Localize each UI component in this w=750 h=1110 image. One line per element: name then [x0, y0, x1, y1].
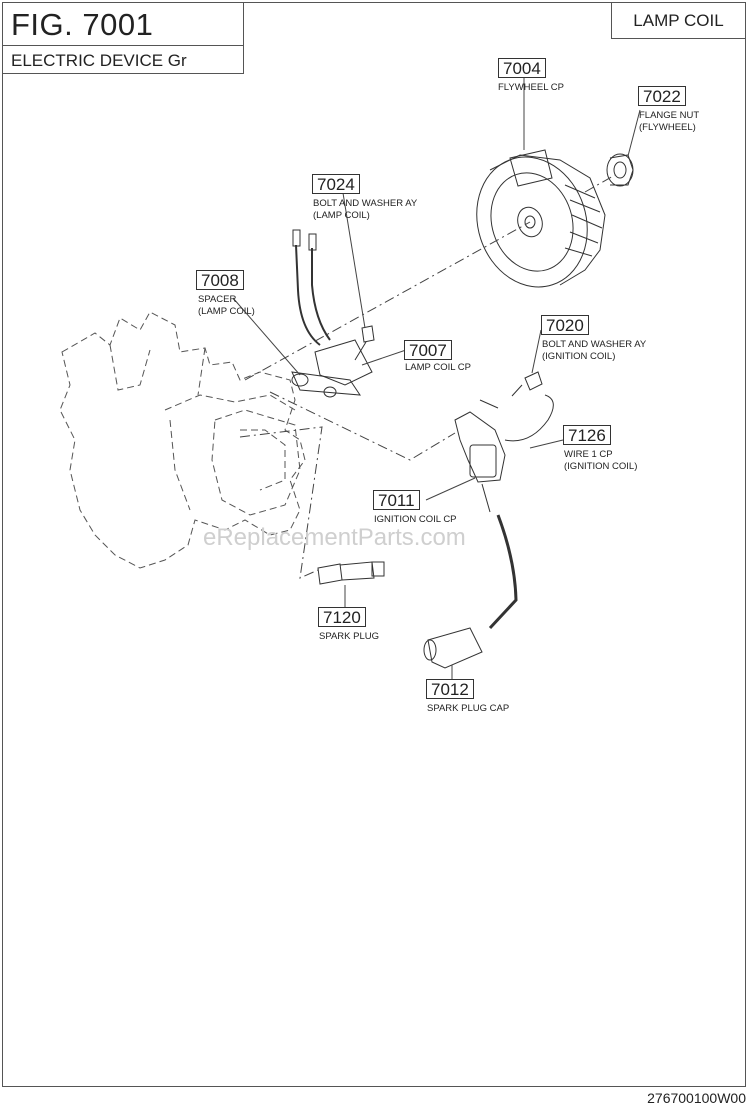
part-number-7126[interactable]: 7126 — [563, 425, 611, 445]
part-desc-7012: SPARK PLUG CAP — [427, 703, 510, 714]
title-divider — [3, 45, 243, 46]
part-desc-7024: BOLT AND WASHER AY (LAMP COIL) — [313, 198, 418, 221]
part-number-7008[interactable]: 7008 — [196, 270, 244, 290]
part-number-7024[interactable]: 7024 — [312, 174, 360, 194]
assembly-centerlines — [239, 174, 616, 579]
lamp-coil-shape — [291, 229, 373, 398]
part-desc-7011: IGNITION COIL CP — [374, 514, 457, 525]
part-number-7020[interactable]: 7020 — [541, 315, 589, 335]
part-number-7022[interactable]: 7022 — [638, 86, 686, 106]
leader-lines — [232, 78, 641, 683]
flywheel-shape — [476, 149, 606, 288]
watermark-text: eReplacementParts.com — [203, 524, 466, 551]
engine-block-outline — [59, 311, 306, 569]
part-desc-7008: SPACER (LAMP COIL) — [198, 294, 255, 317]
part-desc-7004: FLYWHEEL CP — [498, 82, 564, 93]
page-frame — [2, 2, 746, 1087]
figure-title-box: FIG. 7001 ELECTRIC DEVICE Gr — [2, 2, 244, 74]
part-number-7004[interactable]: 7004 — [498, 58, 546, 78]
spark-plug-cap-shape — [423, 627, 483, 669]
part-number-7012[interactable]: 7012 — [426, 679, 474, 699]
part-desc-7126: WIRE 1 CP (IGNITION COIL) — [564, 449, 638, 472]
figure-number: FIG. 7001 — [11, 7, 154, 42]
part-number-7120[interactable]: 7120 — [318, 607, 366, 627]
part-desc-7120: SPARK PLUG — [319, 631, 380, 642]
document-code: 276700100W00 — [647, 1090, 746, 1106]
lamp-coil-bolt-shape — [354, 325, 375, 361]
group-name: ELECTRIC DEVICE Gr — [11, 51, 187, 70]
spark-plug-shape — [317, 561, 385, 585]
section-name: LAMP COIL — [611, 2, 746, 39]
part-number-7011[interactable]: 7011 — [373, 490, 420, 510]
part-desc-7020: BOLT AND WASHER AY (IGNITION COIL) — [542, 339, 647, 362]
ignition-coil-bolt-shape — [511, 371, 543, 397]
part-number-7007[interactable]: 7007 — [404, 340, 452, 360]
part-desc-7007: LAMP COIL CP — [405, 362, 471, 373]
ignition-coil-shape — [454, 394, 554, 513]
spark-plug-cable — [488, 514, 518, 630]
flange-nut-shape — [606, 153, 634, 187]
part-desc-7022: FLANGE NUT (FLYWHEEL) — [639, 110, 700, 133]
